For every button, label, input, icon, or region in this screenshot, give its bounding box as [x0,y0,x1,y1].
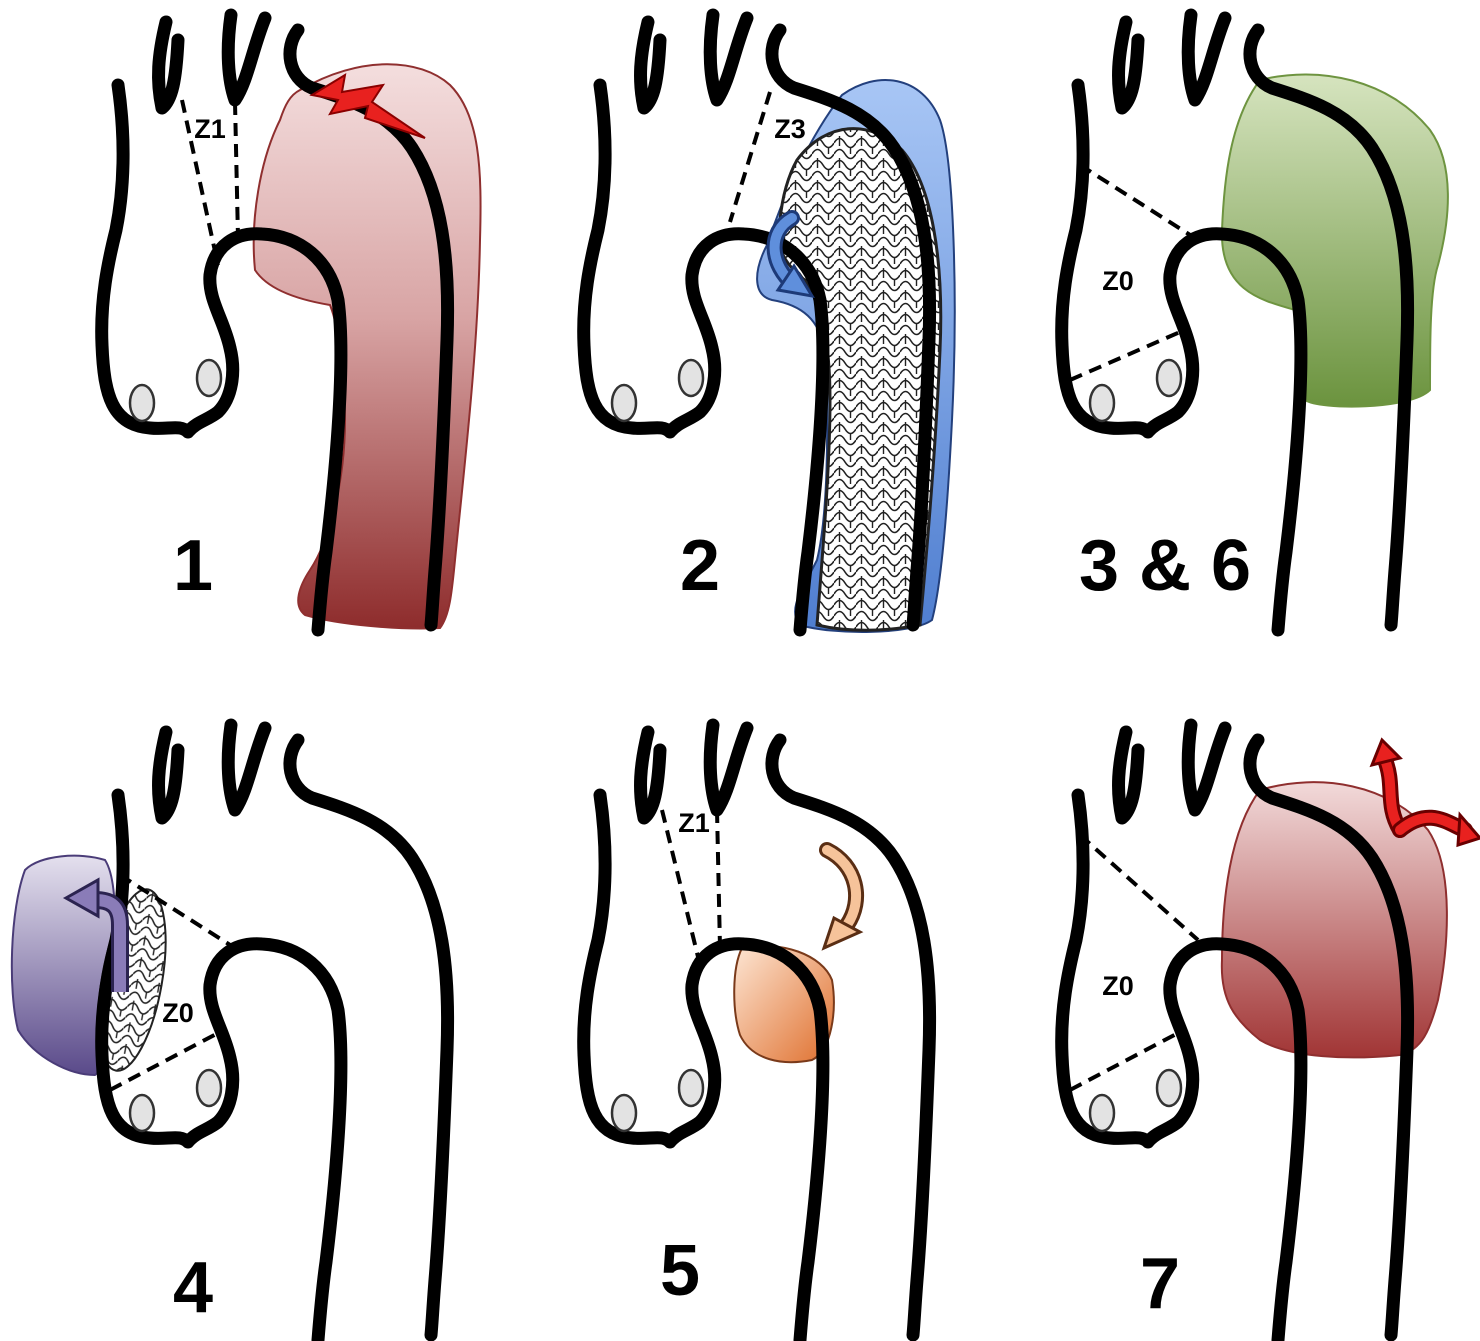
zone-label-5: Z1 [678,808,710,838]
curved-arrow-icon [824,850,860,948]
panel-2: Z3 2 [584,15,955,632]
zone-label-4: Z0 [162,998,194,1028]
panel-4: Z0 4 [12,725,448,1340]
panel-caption-1: 1 [173,526,213,606]
zone-label-3: Z0 [1102,266,1134,296]
panel-caption-3: 3 & 6 [1079,526,1251,606]
panel-caption-2: 2 [680,526,720,606]
zone-label-2: Z3 [774,114,806,144]
panel-3: Z0 3 & 6 [1062,15,1448,630]
panel-7: Z0 7 [1062,725,1480,1340]
panel-caption-4: 4 [173,1248,213,1328]
zone-label-6: Z0 [1102,971,1134,1001]
zone-label-1: Z1 [194,114,226,144]
panel-5: Z1 5 [584,725,930,1340]
panel-caption-7: 7 [1140,1244,1180,1324]
panel-1: Z1 1 [102,15,481,630]
panel-caption-5: 5 [660,1231,700,1311]
